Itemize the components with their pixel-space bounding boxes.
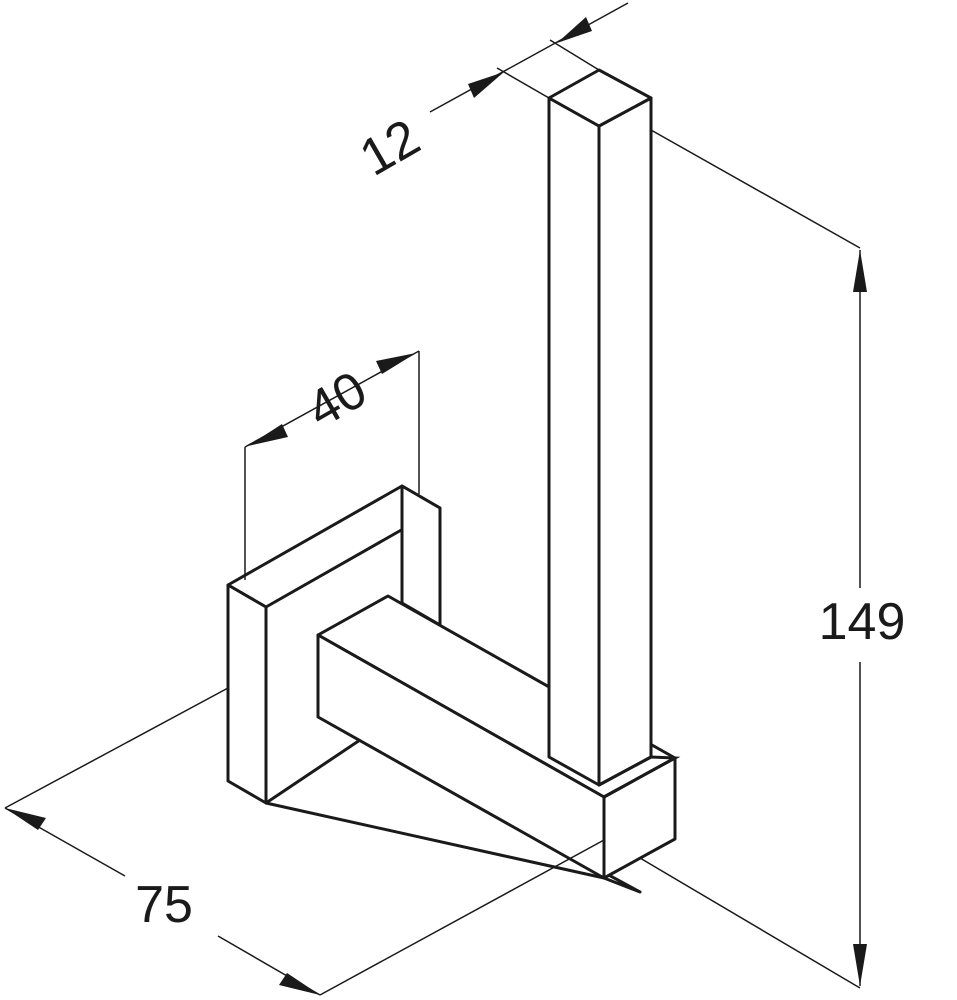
dimension-line [429, 2, 629, 113]
dimension-height: 149 [639, 129, 906, 989]
extension-line [549, 39, 600, 71]
extension-line [639, 857, 861, 989]
base-plate-front-face [226, 583, 268, 805]
arrowhead [468, 72, 504, 98]
post-right-face [597, 96, 653, 787]
post-left-face [547, 96, 601, 787]
dimension-label-40: 40 [297, 360, 376, 439]
vertical-post [547, 68, 653, 787]
corner-block [597, 755, 681, 880]
arrowhead [248, 424, 288, 446]
dimension-label-75: 75 [135, 876, 193, 934]
post-top-face [547, 68, 653, 128]
dimension-depth: 75 [4, 687, 605, 996]
dimension-label-12: 12 [350, 108, 429, 187]
product-outline [226, 68, 681, 894]
extension-line [496, 67, 550, 99]
arrowhead [279, 973, 320, 995]
dimension-label-149: 149 [819, 593, 906, 651]
extension-line [650, 129, 861, 249]
arm-side-face [264, 738, 642, 894]
extension-line [4, 687, 229, 809]
base-plate-side-face [400, 484, 442, 627]
arrowhead [853, 944, 867, 986]
arrowhead [853, 250, 867, 292]
base-plate [226, 484, 442, 805]
corner-block-top-edge [597, 755, 681, 799]
extension-line [319, 839, 605, 996]
arrowhead [557, 17, 592, 43]
arrowhead [376, 353, 416, 374]
arrowhead [5, 808, 46, 830]
